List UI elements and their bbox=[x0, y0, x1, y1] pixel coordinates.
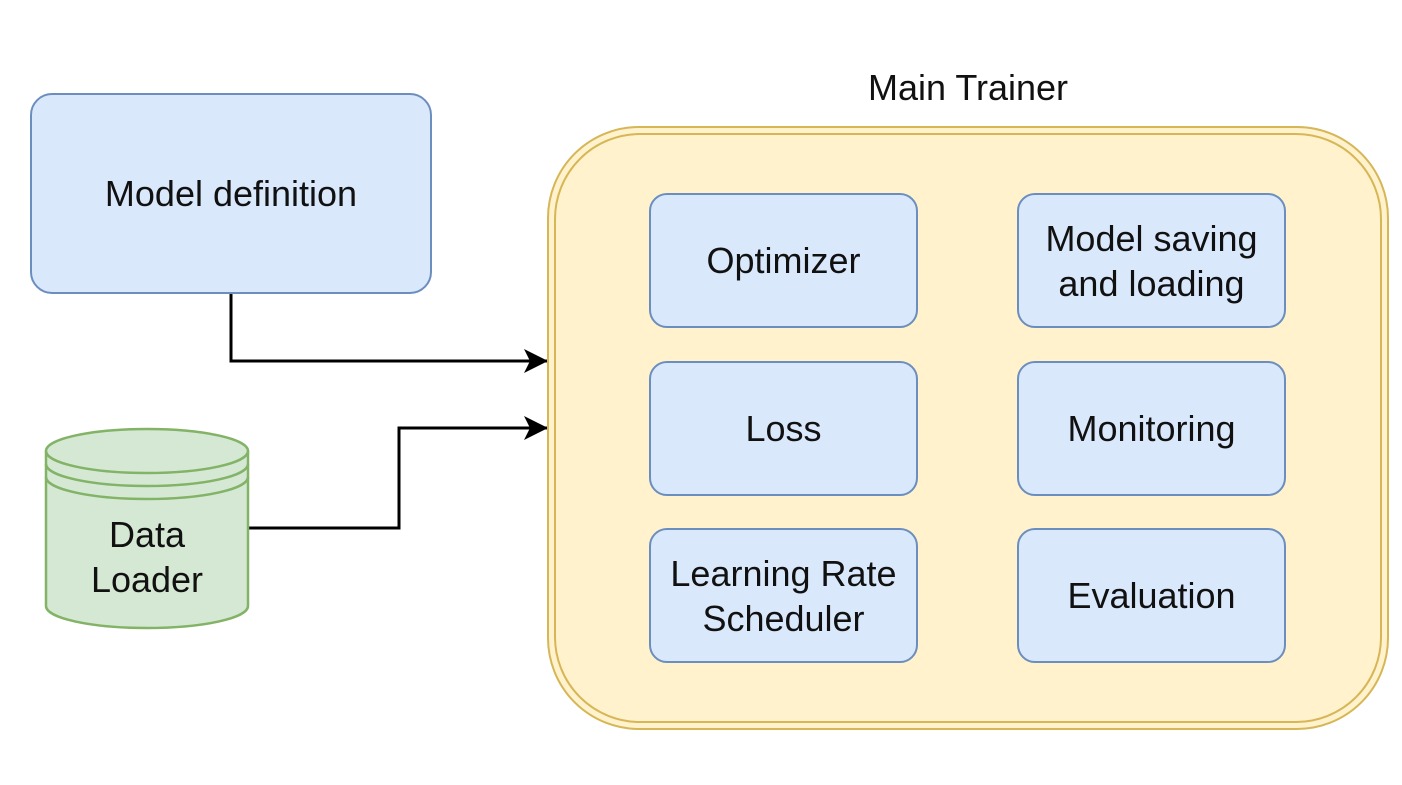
data-loader-label-line1: Data bbox=[108, 514, 186, 555]
optimizer-box: Optimizer bbox=[649, 193, 918, 328]
loss-label: Loss bbox=[745, 408, 822, 449]
monitoring-label: Monitoring bbox=[1067, 408, 1236, 449]
data-loader-label: Data Loader bbox=[46, 512, 248, 602]
monitoring-box: Monitoring bbox=[1017, 361, 1286, 496]
arrow-model-to-trainer bbox=[229, 294, 548, 363]
lr-scheduler-box: Learning Rate Scheduler bbox=[649, 528, 918, 663]
lr-scheduler-label-line2: Scheduler bbox=[702, 597, 865, 639]
optimizer-label: Optimizer bbox=[706, 240, 861, 281]
lr-scheduler-label-line1: Learning Rate bbox=[670, 552, 897, 594]
data-loader-cylinder bbox=[44, 427, 250, 630]
arrow-loader-to-trainer bbox=[248, 426, 548, 530]
arrowhead-loader-to-trainer bbox=[524, 416, 548, 440]
data-loader-label-line2: Loader bbox=[90, 559, 204, 600]
evaluation-label: Evaluation bbox=[1067, 575, 1236, 616]
model-saving-label-line2: and loading bbox=[1058, 262, 1245, 304]
evaluation-box: Evaluation bbox=[1017, 528, 1286, 663]
model-definition-label: Model definition bbox=[104, 173, 358, 214]
model-saving-label-line1: Model saving bbox=[1045, 217, 1258, 259]
main-trainer-title: Main Trainer bbox=[867, 67, 1069, 108]
model-definition-box: Model definition bbox=[30, 93, 432, 294]
model-saving-box: Model saving and loading bbox=[1017, 193, 1286, 328]
arrowhead-model-to-trainer bbox=[524, 349, 548, 373]
loss-box: Loss bbox=[649, 361, 918, 496]
